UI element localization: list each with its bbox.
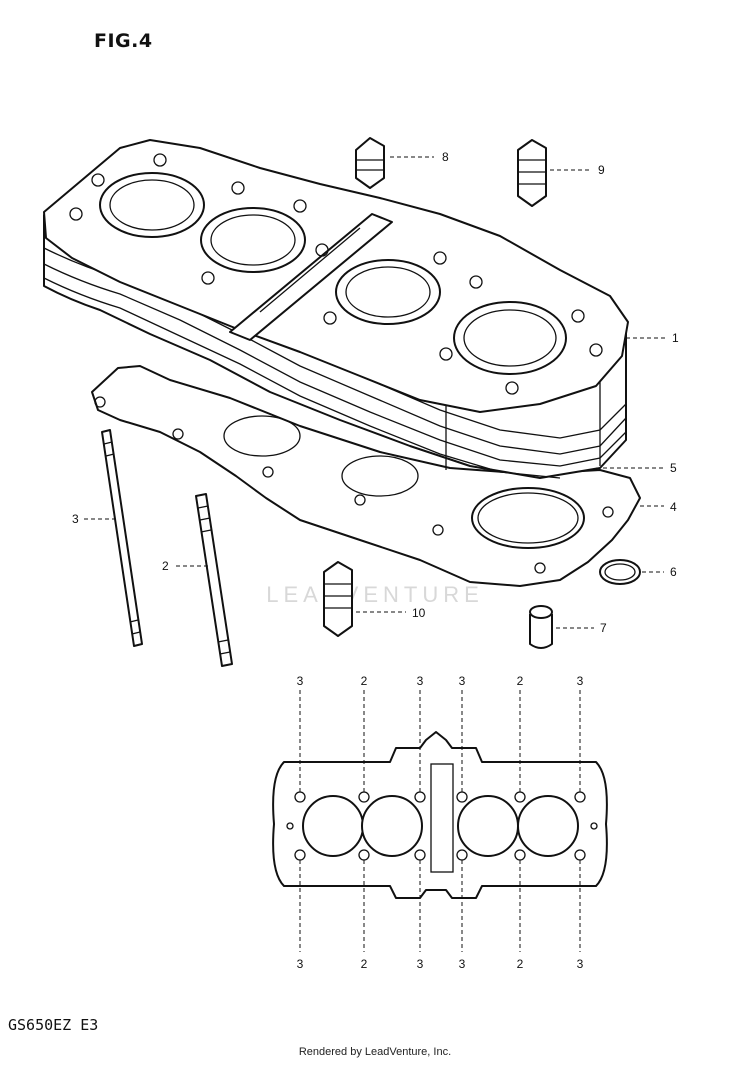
- damper-10: [323, 561, 353, 637]
- stud-label-top-2: 2: [361, 674, 368, 688]
- footer-credit: Rendered by LeadVenture, Inc.: [298, 1046, 452, 1058]
- stud-label-bottom-2: 2: [361, 957, 368, 971]
- damper-9: [517, 139, 547, 207]
- stud-label-top-3: 3: [417, 674, 424, 688]
- stud-label-top-1: 3: [297, 674, 304, 688]
- o-ring-6: [599, 559, 641, 585]
- damper-8: [355, 137, 385, 189]
- callout-4: 4: [670, 500, 677, 514]
- watermark: LEADVENTURE: [266, 582, 484, 607]
- stud-long: [101, 429, 143, 647]
- cylinder-block: [43, 139, 629, 479]
- model-code: GS650EZ E3: [8, 1016, 99, 1034]
- dowel-pin: [529, 605, 553, 649]
- o-ring-5: [471, 487, 585, 549]
- stud-label-top-5: 2: [517, 674, 524, 688]
- stud-label-bottom-4: 3: [459, 957, 466, 971]
- callout-2: 2: [162, 559, 169, 573]
- callout-5: 5: [670, 461, 677, 475]
- stud-label-bottom-1: 3: [297, 957, 304, 971]
- stud-label-top-4: 3: [459, 674, 466, 688]
- callout-7: 7: [600, 621, 607, 635]
- callout-8: 8: [442, 150, 449, 164]
- stud-layout-gasket: [272, 731, 608, 899]
- callout-1: 1: [672, 331, 679, 345]
- callout-3: 3: [72, 512, 79, 526]
- stud-label-bottom-5: 2: [517, 957, 524, 971]
- cylinder-gasket: [91, 365, 641, 587]
- callout-10: 10: [412, 606, 426, 620]
- figure-title: FIG.4: [94, 30, 153, 52]
- callout-6: 6: [670, 565, 677, 579]
- stud-label-bottom-6: 3: [577, 957, 584, 971]
- stud-short: [195, 493, 233, 667]
- stud-label-bottom-3: 3: [417, 957, 424, 971]
- stud-label-top-6: 3: [577, 674, 584, 688]
- callout-9: 9: [598, 163, 605, 177]
